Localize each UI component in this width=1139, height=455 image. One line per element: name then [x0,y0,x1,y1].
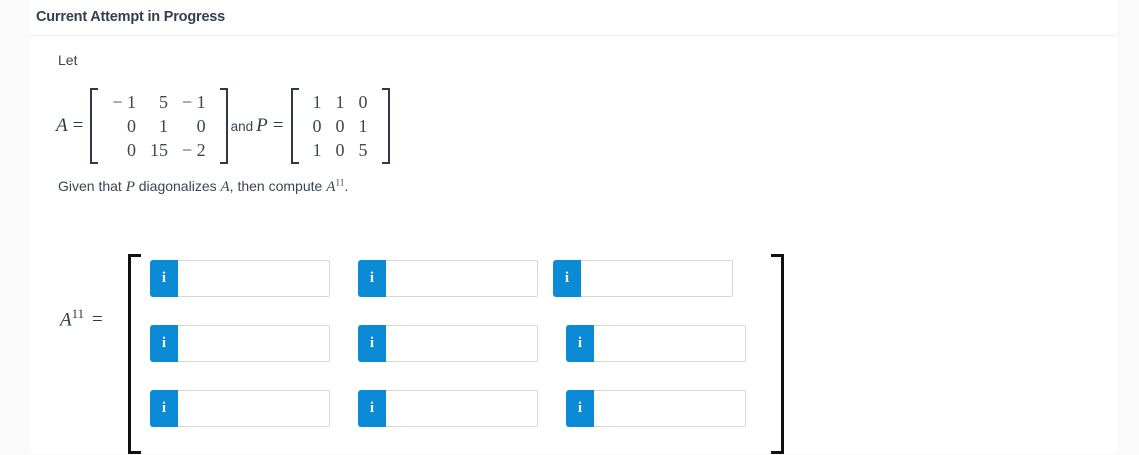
page-title: Current Attempt in Progress [36,9,226,25]
answer-cell-1-3: i [553,260,733,297]
matrix-a-left-bracket [90,88,99,164]
question-answer-var: A [326,179,336,195]
answer-label-base: A [60,309,72,331]
info-icon[interactable]: i [150,325,178,362]
answer-label: A11 = [60,306,103,331]
matrix-cell-1-2: 1 [335,92,345,112]
matrix-p-right-bracket [381,88,390,164]
matrix-cell-3-1: 0 [126,140,136,160]
matrix-a-grid: − 1 5 − 1 0 1 0 0 15 − 2 [99,88,218,164]
matrix-a-label: A [56,115,68,136]
answer-cell-3-1: i [150,390,330,427]
question-period: . [344,178,349,194]
answer-cell-2-3: i [566,325,746,362]
answer-cell-2-1-input[interactable] [178,325,330,362]
question-var-a: A [220,179,230,195]
matrix-cell-3-2: 0 [335,140,345,160]
matrix-cell-3-2: 15 [149,140,168,160]
matrix-a-right-bracket [219,88,228,164]
answer-cell-1-3-input[interactable] [581,260,733,297]
matrix-cell-1-3: 0 [358,92,368,112]
answer-cell-3-2-input[interactable] [386,390,538,427]
info-icon[interactable]: i [553,260,581,297]
answer-label-exponent: 11 [71,306,85,321]
answer-cell-2-2-input[interactable] [386,325,538,362]
matrix-cell-3-1: 1 [312,140,322,160]
info-icon[interactable]: i [358,260,386,297]
matrix-p-left-bracket [290,88,300,164]
question-answer-exponent: 11 [335,178,345,189]
matrix-cell-2-2: 1 [158,116,168,136]
matrix-cell-1-1: − 1 [112,92,136,112]
answer-cell-3-1-input[interactable] [178,390,330,427]
answer-label-equals: = [92,309,103,331]
answer-cell-3-3: i [566,390,746,427]
card-header: Current Attempt in Progress [30,0,1117,36]
matrix-cell-2-3: 0 [196,116,206,136]
info-icon[interactable]: i [150,260,178,297]
matrix-cell-2-3: 1 [358,116,368,136]
matrix-cell-1-3: − 1 [181,92,206,112]
matrix-cell-2-2: 0 [335,116,345,136]
answer-cell-3-2: i [358,390,538,427]
info-icon[interactable]: i [566,325,594,362]
answer-right-bracket [770,254,784,454]
question-then-compute: , then compute [229,178,327,194]
question-text: Given that P diagonalizes A, then comput… [58,178,348,196]
matrix-cell-2-1: 0 [126,116,136,136]
answer-cell-2-1: i [150,325,330,362]
answer-cell-2-3-input[interactable] [594,325,746,362]
answer-cell-3-3-input[interactable] [594,390,746,427]
answer-cell-1-1-input[interactable] [178,260,330,297]
matrix-p-equals: = [272,115,284,136]
question-var-p: P [125,179,135,195]
answer-left-bracket [128,254,142,454]
matrix-cell-1-2: 5 [158,92,168,112]
matrix-cell-3-3: 5 [358,140,368,160]
answer-cell-2-2: i [358,325,538,362]
info-icon[interactable]: i [150,390,178,427]
answer-cell-1-2: i [358,260,538,297]
info-icon[interactable]: i [566,390,594,427]
matrix-a-equals: = [72,115,84,136]
intro-text: Let [58,52,78,68]
matrix-cell-3-3: − 2 [181,140,206,160]
problem-card: Current Attempt in Progress Let A = − 1 5… [30,0,1117,454]
info-icon[interactable]: i [358,390,386,427]
question-diagonalizes: diagonalizes [134,178,221,194]
info-icon[interactable]: i [358,325,386,362]
conjunction-text: and [230,118,254,134]
matrix-cell-1-1: 1 [312,92,322,112]
matrix-p-label: P [256,115,268,136]
question-given-that: Given that [58,178,126,194]
matrix-a: − 1 5 − 1 0 1 0 0 15 − 2 [90,88,228,164]
matrix-cell-2-1: 0 [312,116,322,136]
answer-cell-1-1: i [150,260,330,297]
answer-cell-1-2-input[interactable] [386,260,538,297]
